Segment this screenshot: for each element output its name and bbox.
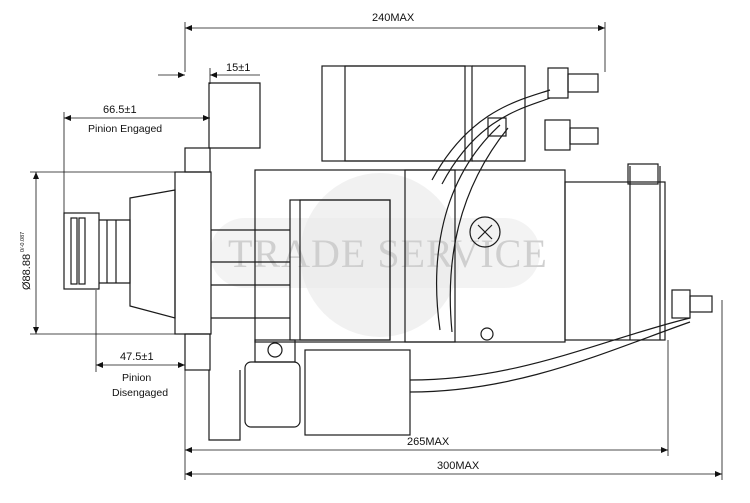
terminal-top-1 [547,67,569,99]
dimension-lines [30,22,723,480]
mounting-flange [174,171,212,335]
connector-block [304,349,411,436]
dim-diameter-value: Ø88.88 [21,254,33,290]
flange-upper [208,82,261,149]
dim-240max: 240MAX [372,12,415,24]
wire-2 [409,317,691,381]
wire-1 [436,124,501,331]
screw [469,216,501,248]
dim-300max: 300MAX [437,460,480,472]
dim-diameter: Ø88.88 0/-0.087 [20,232,33,290]
label-pinion: Pinion [122,372,151,384]
dim-66-5: 66.5±1 [103,104,137,116]
label-pinion-engaged: Pinion Engaged [88,123,162,135]
terminal-top-2 [544,119,571,151]
terminal-right [671,289,691,319]
pinion-gear [63,212,100,290]
watermark: TRADE SERVICE [210,173,548,337]
label-disengaged: Disengaged [112,387,168,399]
motor-body [63,65,713,441]
end-cap [564,181,666,341]
watermark-text: TRADE SERVICE [228,231,548,276]
watermark-band [210,218,540,288]
dim-15: 15±1 [226,62,250,74]
dim-47-5: 47.5±1 [120,351,154,363]
dim-diameter-tolerance: 0/-0.087 [20,232,26,252]
dim-265max: 265MAX [407,436,450,448]
nose-housing [129,189,176,319]
